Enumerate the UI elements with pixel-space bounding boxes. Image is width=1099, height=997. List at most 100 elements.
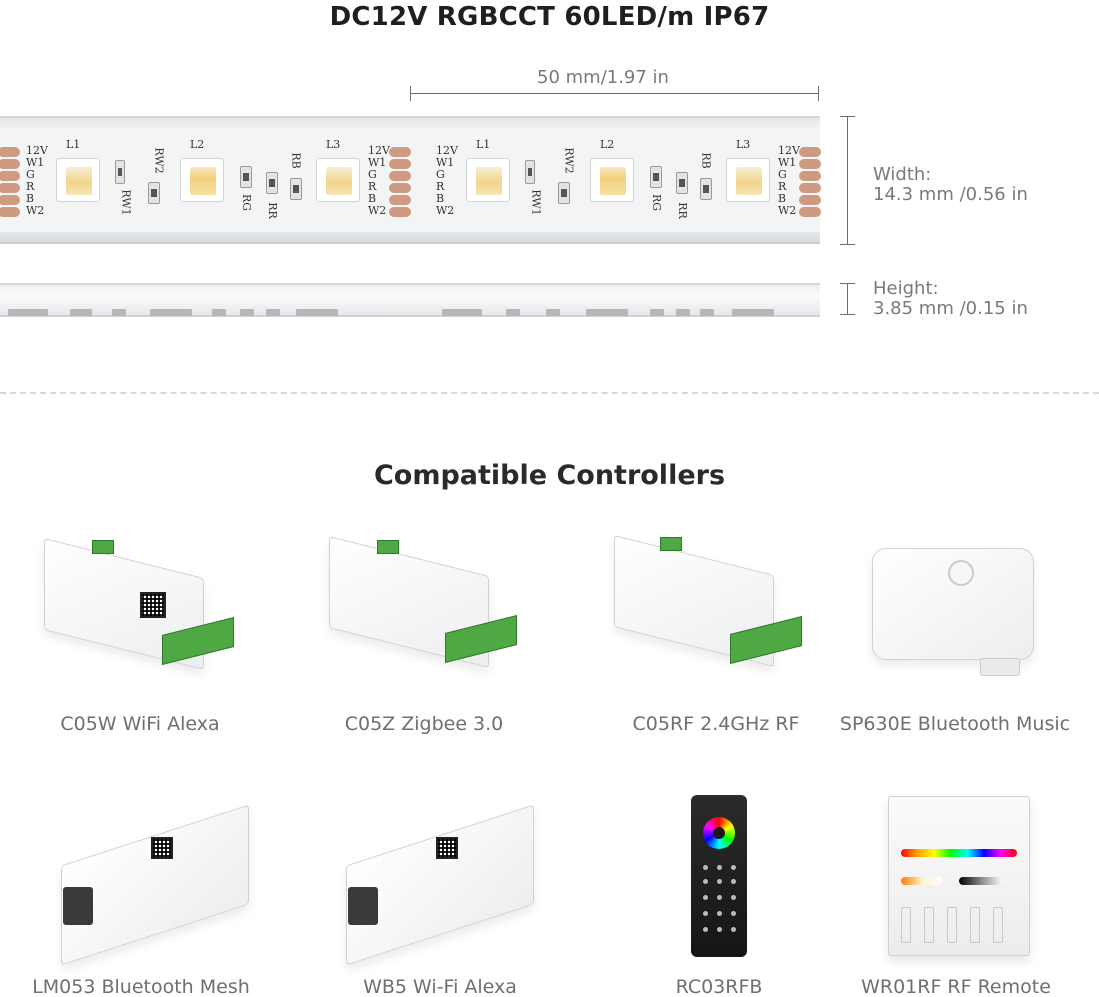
strip-label: G — [436, 168, 445, 181]
solder-pad — [389, 207, 411, 217]
strip-label: RB — [699, 152, 713, 169]
side-component — [150, 309, 192, 316]
solder-pad — [799, 207, 821, 217]
strip-label: B — [368, 192, 377, 205]
solder-pad — [0, 183, 20, 193]
side-component — [112, 309, 126, 316]
strip-label: B — [436, 192, 445, 205]
strip-label: R — [368, 180, 377, 193]
height-value: 3.85 mm /0.15 in — [873, 298, 1028, 319]
bluetooth-mesh-controller-icon — [55, 795, 255, 966]
side-component — [506, 309, 520, 316]
controller-name: RC03RFB — [675, 976, 763, 997]
solder-pad — [0, 171, 20, 181]
strip-label: L1 — [66, 138, 81, 151]
solder-pad — [0, 195, 20, 205]
length-dimension-line — [410, 93, 819, 94]
width-value: 14.3 mm /0.56 in — [873, 184, 1028, 205]
length-dimension-tick-left — [410, 86, 411, 101]
strip-label: 12V — [436, 144, 458, 157]
height-dimension-line — [847, 283, 848, 315]
strip-label: RW2 — [562, 147, 576, 174]
strip-label: RG — [650, 193, 664, 212]
resistor — [115, 160, 125, 184]
controller-name: C05W WiFi Alexa — [60, 713, 220, 735]
resistor — [290, 178, 302, 200]
rf-controller-icon — [610, 535, 810, 697]
height-dimension-tick-top — [840, 283, 855, 284]
side-component — [8, 309, 48, 316]
side-component — [212, 309, 226, 316]
led-chip — [726, 158, 770, 202]
led-chip — [590, 158, 634, 202]
side-component — [700, 309, 714, 316]
led-chip — [180, 158, 224, 202]
wifi-alexa-controller-icon — [340, 795, 540, 966]
strip-label: RG — [240, 193, 254, 212]
strip-label: L3 — [326, 138, 341, 151]
strip-label: R — [436, 180, 445, 193]
side-component — [442, 309, 482, 316]
section-title: Compatible Controllers — [373, 460, 726, 491]
resistor — [148, 182, 160, 204]
width-label: Width: — [873, 164, 932, 185]
strip-label: W1 — [368, 156, 387, 169]
strip-label: W2 — [436, 204, 455, 217]
solder-pad — [0, 159, 20, 169]
strip-label: G — [368, 168, 377, 181]
zigbee-controller-icon — [325, 536, 525, 700]
side-component — [296, 309, 338, 316]
side-component — [676, 309, 690, 316]
side-component — [586, 309, 628, 316]
led-strip-side-view — [0, 283, 820, 317]
width-dimension-line — [847, 116, 848, 244]
controller-name: C05RF 2.4GHz RF — [632, 713, 800, 735]
strip-label: B — [778, 192, 787, 205]
resistor — [558, 182, 570, 204]
bluetooth-music-controller-icon — [870, 538, 1040, 678]
solder-pad — [389, 159, 411, 169]
strip-label: B — [26, 192, 35, 205]
controller-name: SP630E Bluetooth Music — [839, 713, 1071, 735]
strip-label: W2 — [26, 204, 45, 217]
led-chip — [56, 158, 100, 202]
strip-label: W1 — [436, 156, 455, 169]
strip-label: W1 — [26, 156, 45, 169]
strip-label: W2 — [368, 204, 387, 217]
controller-name: WR01RF RF Remote — [861, 976, 1051, 997]
side-component — [266, 309, 280, 316]
resistor — [676, 172, 688, 194]
height-dimension-tick-bottom — [840, 314, 855, 315]
side-component — [650, 309, 664, 316]
solder-pad — [799, 195, 821, 205]
resistor — [525, 160, 535, 184]
length-dimension-label: 50 mm/1.97 in — [537, 67, 669, 88]
controller-name: C05Z Zigbee 3.0 — [344, 713, 504, 735]
solder-pad — [799, 171, 821, 181]
page-title: DC12V RGBCCT 60LED/m IP67 — [329, 2, 770, 32]
resistor — [700, 178, 712, 200]
solder-pad — [389, 147, 411, 157]
strip-label: W1 — [778, 156, 797, 169]
solder-pad — [0, 207, 20, 217]
strip-label: R — [778, 180, 787, 193]
solder-pad — [389, 195, 411, 205]
strip-label: 12V — [368, 144, 390, 157]
strip-label: L3 — [736, 138, 751, 151]
width-dimension-tick-bottom — [840, 244, 855, 245]
strip-label: W2 — [778, 204, 797, 217]
strip-label: L2 — [190, 138, 205, 151]
led-chip — [466, 158, 510, 202]
side-component — [732, 309, 774, 316]
solder-pad — [0, 147, 20, 157]
solder-pad — [799, 147, 821, 157]
strip-label: R — [26, 180, 35, 193]
solder-pad — [799, 159, 821, 169]
width-dimension-tick-top — [840, 116, 855, 117]
side-component — [70, 309, 92, 316]
strip-label: L1 — [476, 138, 491, 151]
side-component — [546, 309, 560, 316]
strip-label: RW1 — [529, 189, 543, 216]
strip-label: RR — [675, 202, 689, 219]
strip-label: L2 — [600, 138, 615, 151]
